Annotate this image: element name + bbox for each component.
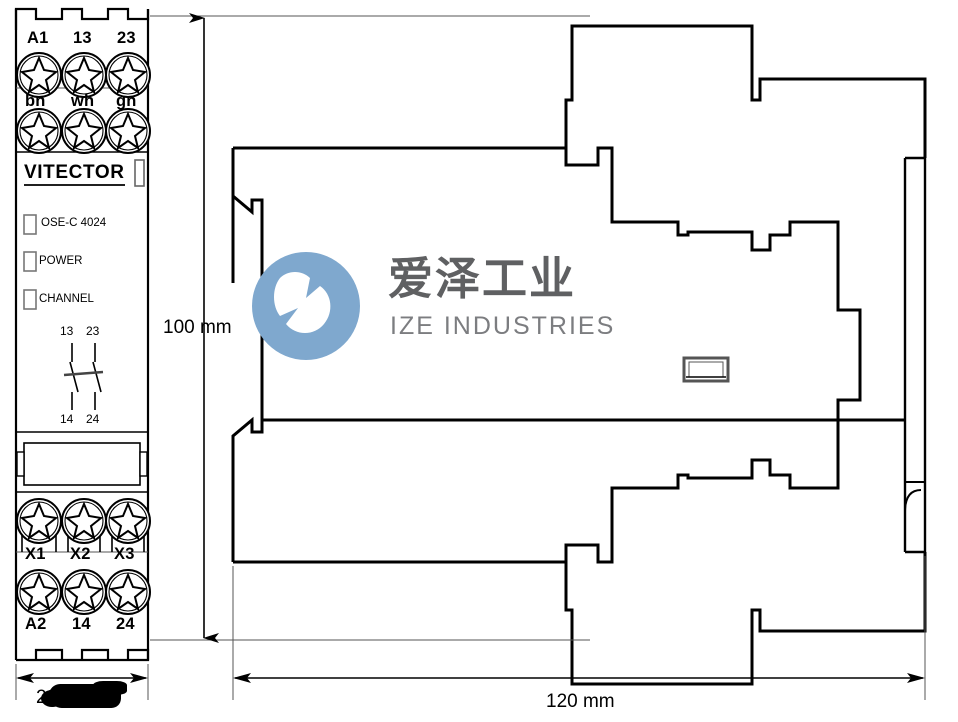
led-label-channel: CHANNEL	[39, 293, 94, 305]
terminal-label-bn: bn	[25, 92, 46, 110]
terminal-screw	[105, 498, 151, 544]
led-square	[23, 289, 37, 310]
terminal-screw	[61, 569, 107, 615]
housing-window	[16, 442, 148, 486]
terminal-label-23: 23	[117, 29, 136, 47]
led-square	[23, 214, 37, 235]
terminal-screw	[16, 498, 62, 544]
dimension-height-label: 100 mm	[163, 317, 232, 338]
terminal-label-x2: X2	[70, 545, 91, 563]
terminal-screw	[16, 569, 62, 615]
terminal-screw	[16, 108, 62, 154]
redaction-blob	[41, 681, 127, 708]
terminal-label-14: 14	[72, 615, 91, 633]
terminal-screw	[105, 569, 151, 615]
terminal-label-x3: X3	[114, 545, 135, 563]
led-square	[23, 251, 37, 272]
terminal-label-13: 13	[73, 29, 92, 47]
terminal-label-24: 24	[116, 615, 135, 633]
schematic-label-14: 14	[60, 412, 74, 426]
dimension-lines	[15, 13, 926, 700]
terminal-screw	[105, 52, 151, 98]
terminal-screw	[61, 52, 107, 98]
brand-bar-icon	[134, 159, 145, 187]
led-label-model: OSE-C 4024	[41, 217, 107, 229]
terminal-label-x1: X1	[25, 545, 46, 563]
contact-schematic	[63, 343, 104, 410]
terminal-label-wh: wh	[71, 92, 95, 110]
led-indicators	[23, 214, 37, 310]
terminal-label-a1: A1	[27, 29, 49, 47]
schematic-label-13: 13	[60, 324, 74, 338]
terminal-label-a2: A2	[25, 615, 47, 633]
terminal-screw	[61, 108, 107, 154]
schematic-label-24: 24	[86, 412, 100, 426]
led-label-power: POWER	[39, 255, 83, 267]
side-view-outline	[231, 24, 927, 686]
screw-terminals	[16, 52, 151, 615]
brand-name: VITECTOR	[24, 162, 125, 183]
dimension-length-label: 120 mm	[546, 691, 615, 712]
terminal-screw	[16, 52, 62, 98]
terminal-screw	[61, 498, 107, 544]
side-view-detail-rect	[682, 356, 730, 383]
terminal-label-gn: gn	[116, 92, 137, 110]
schematic-label-23: 23	[86, 324, 100, 338]
terminal-screw	[105, 108, 151, 154]
